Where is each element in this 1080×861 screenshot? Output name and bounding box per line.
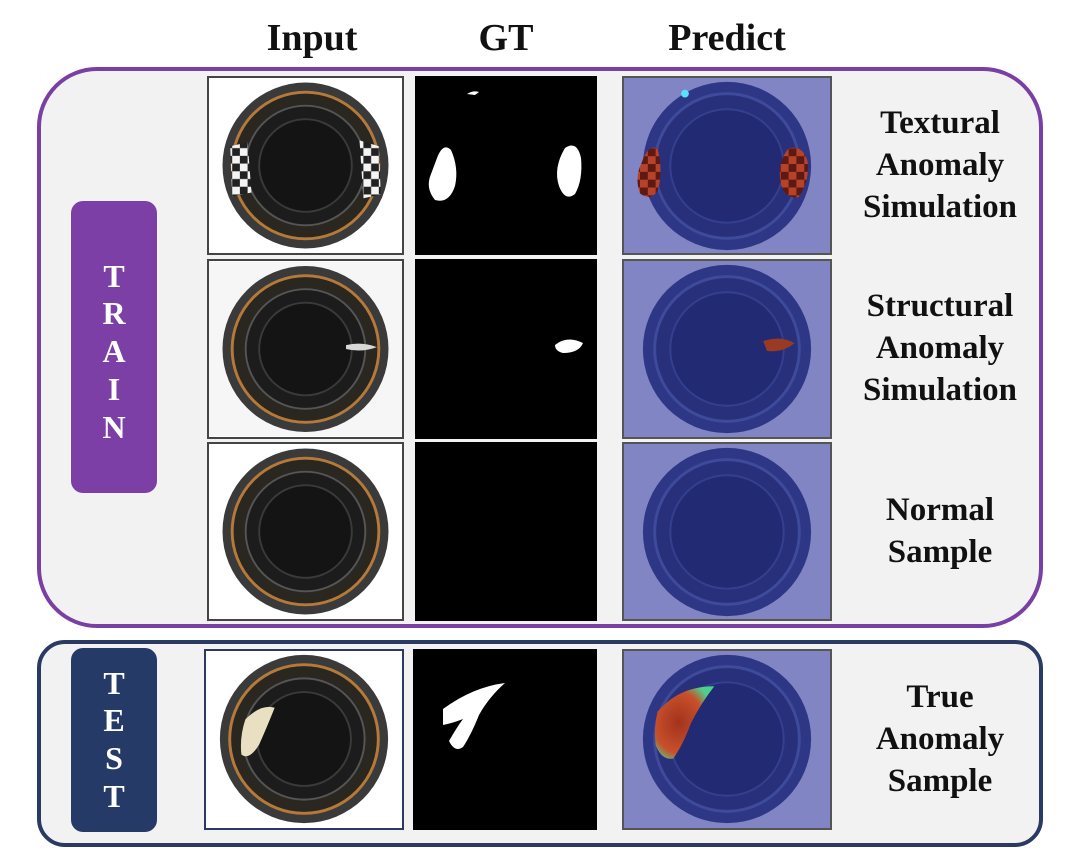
prediction-image (642, 264, 812, 434)
test-label-letter: T (103, 777, 125, 814)
bottle-ring-image (222, 448, 389, 615)
gt-mask-test (413, 649, 597, 830)
row-caption-structural: Structural Anomaly Simulation (834, 280, 1046, 418)
train-label: T R A I N (71, 201, 157, 493)
caption-line: Sample (887, 762, 993, 799)
prediction-map-textural (622, 76, 832, 255)
column-header-gt: GT (478, 17, 534, 59)
caption-line: Simulation (862, 188, 1018, 225)
test-label: T E S T (71, 648, 157, 832)
caption-line: Structural (866, 288, 1014, 325)
caption-line: Anomaly (875, 147, 1005, 184)
caption-line: Textural (880, 105, 1000, 142)
column-header-predict: Predict (668, 17, 786, 59)
gt-mask-structural (415, 259, 597, 439)
gt-mask-textural (415, 76, 597, 255)
mask-image (428, 91, 582, 201)
input-image-structural (207, 259, 404, 439)
prediction-image (642, 654, 812, 824)
row-caption-test: True Anomaly Sample (834, 671, 1046, 809)
row-caption-textural: Textural Anomaly Simulation (834, 97, 1046, 235)
column-header-input: Input (266, 17, 358, 59)
prediction-image (637, 81, 812, 251)
gt-mask-normal (415, 442, 597, 621)
test-label-letter: S (105, 740, 123, 776)
caption-line: Anomaly (875, 330, 1005, 367)
prediction-map-test (622, 649, 832, 830)
row-caption-normal: Normal Sample (834, 486, 1046, 578)
bottle-ring-image (209, 262, 402, 436)
test-label-letter: T (103, 664, 125, 701)
caption-line: Anomaly (875, 721, 1005, 758)
train-label-letter: R (102, 295, 126, 332)
caption-line: Sample (887, 534, 993, 570)
prediction-image (642, 447, 812, 617)
caption-line: Normal (885, 492, 995, 529)
mask-image (555, 339, 583, 353)
input-image-test (204, 649, 404, 830)
bottle-ring-image (219, 654, 389, 824)
prediction-map-normal (622, 442, 832, 621)
train-label-letter: N (102, 408, 126, 445)
train-label-letter: A (102, 333, 126, 370)
caption-line: True (906, 679, 974, 716)
prediction-map-structural (622, 259, 832, 439)
input-image-normal (207, 442, 404, 621)
test-label-letter: E (103, 702, 125, 739)
input-image-textural (207, 76, 404, 255)
bottle-ring-image (222, 82, 389, 249)
mask-image (443, 683, 505, 749)
caption-line: Simulation (862, 371, 1018, 408)
train-label-letter: I (107, 370, 121, 407)
train-label-letter: T (103, 257, 125, 294)
